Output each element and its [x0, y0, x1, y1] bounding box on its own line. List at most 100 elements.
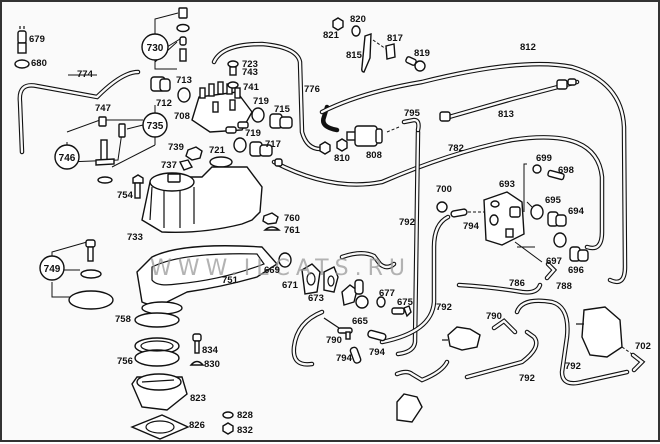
- rod-813[interactable]: [439, 78, 577, 122]
- part-label-737[interactable]: 737: [161, 160, 177, 171]
- part-label-694[interactable]: 694: [568, 206, 585, 217]
- valve-665[interactable]: [341, 279, 369, 309]
- fuel-line-774[interactable]: [17, 69, 141, 155]
- part-label-717[interactable]: 717: [265, 139, 281, 150]
- part-label-830[interactable]: 830: [204, 359, 220, 370]
- part-label-758[interactable]: 758: [115, 314, 131, 325]
- valve-bottom-right[interactable]: [442, 326, 481, 351]
- part-label-680[interactable]: 680: [31, 58, 47, 69]
- washer-741[interactable]: [227, 81, 239, 89]
- washer-695[interactable]: [530, 204, 544, 220]
- washer-820[interactable]: [351, 25, 361, 37]
- screw-698[interactable]: [547, 169, 565, 181]
- part-label-699[interactable]: 699: [536, 153, 552, 164]
- washer-761[interactable]: [263, 226, 281, 231]
- fitting-694[interactable]: [547, 211, 567, 227]
- part-label-774[interactable]: 774: [77, 69, 94, 80]
- part-label-700[interactable]: 700: [436, 184, 452, 195]
- part-label-792-right[interactable]: 792: [565, 361, 581, 372]
- part-label-820[interactable]: 820: [350, 14, 366, 25]
- washer-719-upper[interactable]: [251, 107, 265, 123]
- throttle-body-823[interactable]: [131, 373, 188, 411]
- nut-760[interactable]: [262, 212, 279, 225]
- part-label-832[interactable]: 832: [237, 425, 253, 436]
- part-label-708[interactable]: 708: [174, 111, 190, 122]
- part-label-671[interactable]: 671: [282, 280, 299, 291]
- part-label-790-right[interactable]: 790: [486, 311, 502, 322]
- part-label-697[interactable]: 697: [546, 256, 562, 267]
- part-label-792-lower[interactable]: 792: [519, 373, 535, 384]
- cap-723[interactable]: [227, 60, 239, 68]
- screw-730[interactable]: [178, 7, 188, 19]
- part-label-743[interactable]: 743: [242, 67, 258, 78]
- part-label-761[interactable]: 761: [284, 225, 301, 236]
- nut-810[interactable]: [336, 138, 348, 152]
- seal-721[interactable]: [209, 156, 233, 168]
- part-label-810[interactable]: 810: [334, 153, 350, 164]
- fitting-717[interactable]: [249, 141, 283, 167]
- bolt-735[interactable]: [118, 123, 126, 138]
- part-label-812[interactable]: 812: [520, 42, 536, 53]
- part-label-788[interactable]: 788: [556, 281, 572, 292]
- sleeve-794-left[interactable]: [349, 346, 362, 364]
- part-label-794-left[interactable]: 794: [336, 353, 353, 364]
- part-label-747[interactable]: 747: [95, 103, 111, 114]
- pin-730[interactable]: [179, 36, 187, 46]
- gasket-826[interactable]: [130, 414, 190, 440]
- part-label-821[interactable]: 821: [323, 30, 340, 41]
- part-label-713[interactable]: 713: [176, 75, 192, 86]
- seal-669[interactable]: [278, 252, 292, 268]
- clamp-700[interactable]: [436, 201, 448, 213]
- pressure-regulator-808[interactable]: [346, 125, 383, 147]
- group-callout-746[interactable]: [54, 144, 80, 170]
- part-label-702[interactable]: 702: [635, 341, 651, 352]
- part-label-719-lower[interactable]: 719: [245, 128, 261, 139]
- part-label-795[interactable]: 795: [404, 108, 421, 119]
- nut-832[interactable]: [222, 422, 234, 435]
- part-label-715[interactable]: 715: [274, 104, 291, 115]
- hose-bottom-center[interactable]: [394, 359, 450, 423]
- part-label-760[interactable]: 760: [284, 213, 300, 224]
- tee-790-right[interactable]: [491, 318, 518, 335]
- housing-733[interactable]: [141, 166, 263, 233]
- fitting-696[interactable]: [569, 246, 589, 262]
- part-label-754[interactable]: 754: [117, 190, 134, 201]
- part-label-669[interactable]: 669: [264, 265, 280, 276]
- part-label-782[interactable]: 782: [448, 143, 464, 154]
- part-label-739[interactable]: 739: [168, 142, 184, 153]
- distributor-708[interactable]: [191, 81, 253, 134]
- fitting-715[interactable]: [269, 113, 293, 129]
- washer-713[interactable]: [177, 87, 191, 103]
- clip-737[interactable]: [178, 159, 194, 171]
- part-label-679[interactable]: 679: [29, 34, 45, 45]
- part-label-817[interactable]: 817: [387, 33, 403, 44]
- bolt-749[interactable]: [85, 239, 96, 262]
- bolt-834[interactable]: [192, 333, 202, 354]
- washer-677[interactable]: [376, 296, 386, 308]
- part-label-826[interactable]: 826: [189, 420, 205, 431]
- hose-elbow-upper[interactable]: [339, 251, 397, 270]
- sensor-679[interactable]: [17, 26, 27, 54]
- sleeve-794-upper[interactable]: [450, 208, 468, 218]
- nut-810-a[interactable]: [319, 141, 331, 155]
- stud-746[interactable]: [95, 139, 115, 166]
- hose-697[interactable]: [544, 261, 558, 281]
- part-label-792-mid[interactable]: 792: [436, 302, 452, 313]
- washer-828[interactable]: [222, 411, 234, 419]
- washer-830[interactable]: [189, 360, 205, 366]
- fitting-712[interactable]: [150, 76, 171, 92]
- flange-671[interactable]: [301, 263, 321, 295]
- spring-730[interactable]: [179, 48, 187, 62]
- part-label-719-upper[interactable]: 719: [253, 96, 269, 107]
- elbow-702[interactable]: [630, 352, 646, 373]
- part-label-721[interactable]: 721: [209, 145, 226, 156]
- part-label-698[interactable]: 698: [558, 165, 574, 176]
- nut-747[interactable]: [98, 116, 107, 127]
- screw-743[interactable]: [229, 66, 237, 76]
- washer-749[interactable]: [80, 269, 102, 279]
- part-label-819[interactable]: 819: [414, 48, 430, 59]
- boot-756[interactable]: [134, 337, 180, 367]
- disc-749[interactable]: [68, 290, 114, 310]
- part-label-695[interactable]: 695: [545, 195, 562, 206]
- part-label-723[interactable]: 723: [242, 59, 258, 70]
